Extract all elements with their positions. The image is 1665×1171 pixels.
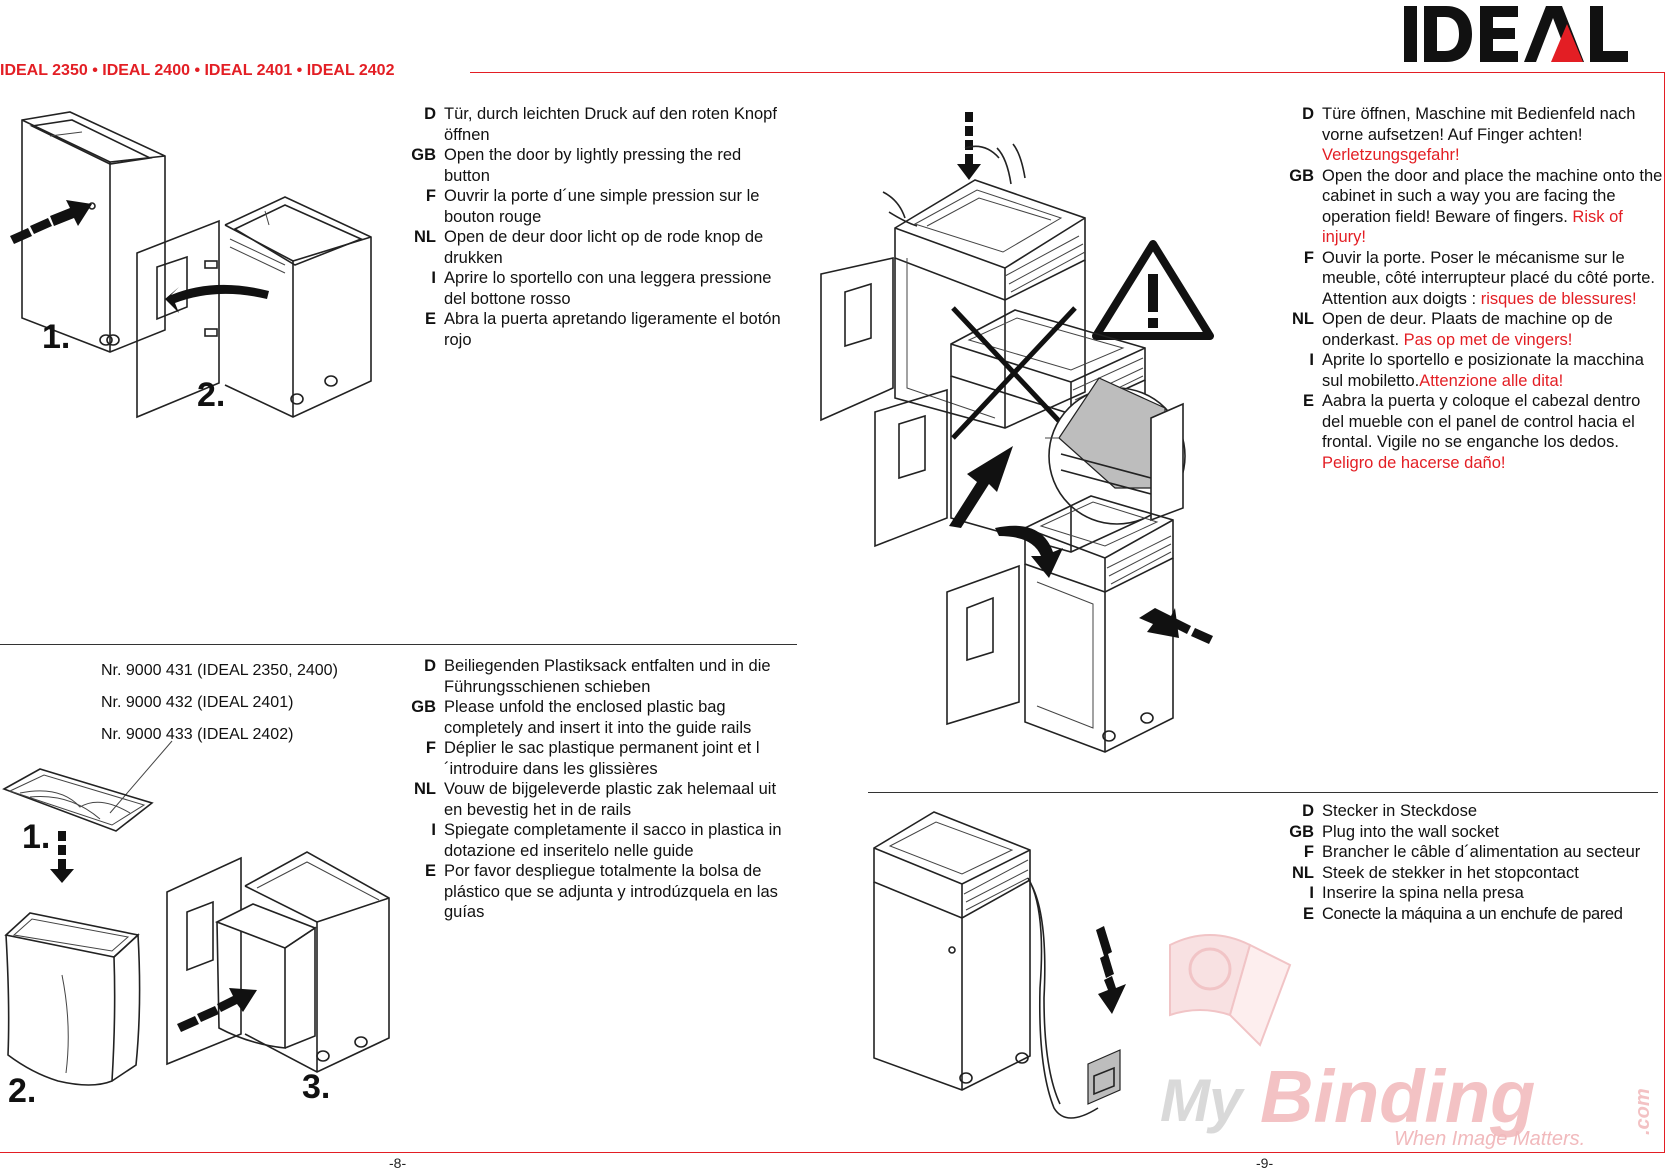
part-number: Nr. 9000 433 (IDEAL 2402) [101,726,294,743]
watermark-domain-suffix: .com [1632,1088,1654,1135]
part-number: Nr. 9000 431 (IDEAL 2350, 2400) [101,662,338,679]
injury-warning: Risk of injury! [1322,207,1623,247]
mybinding-watermark-graphic [1169,934,1292,1047]
step-label-3: 3. [302,1068,331,1106]
step-label-2: 2. [8,1072,37,1110]
ideal-logo [1404,6,1628,62]
injury-warning: Peligro de hacerse daño! [1322,453,1506,472]
cabinet-bag-insert-illustration [166,851,390,1073]
machine-placement-illustration [820,112,1214,753]
injury-warning: Pas op met de vingers! [1403,330,1573,349]
cabinet-open-door-illustration [136,196,372,419]
watermark-brand-my: My [1160,1067,1242,1134]
section-divider-left [0,644,797,645]
page-number-right: -9- [1256,1155,1274,1171]
step-label-1: 1. [42,318,71,356]
folded-bag-illustration [2,740,173,883]
bag-part-numbers: Nr. 9000 431 (IDEAL 2350, 2400) Nr. 9000… [101,655,338,751]
step-label-1: 1. [22,818,51,856]
header-rule [470,72,1665,73]
cabinet-closed-illustration [10,111,166,353]
watermark-tagline: When Image Matters. [1394,1128,1586,1150]
unfolded-bag-illustration [4,912,141,1086]
section-divider-right [868,792,1658,793]
watermark-brand-binding: Binding [1260,1055,1536,1138]
footer-rule [0,1152,1665,1153]
shredder-plug-illustration [873,811,1126,1119]
page-number-left: -8- [389,1155,407,1171]
step-label-2: 2. [197,376,226,414]
injury-warning: risques de blessures! [1480,289,1637,308]
part-number: Nr. 9000 432 (IDEAL 2401) [101,694,294,711]
injury-warning: Attenzione alle dita! [1419,371,1564,390]
document-title: IDEAL 2350 • IDEAL 2400 • IDEAL 2401 • I… [0,62,395,79]
injury-warning: Verletzungsgefahr! [1322,146,1460,164]
